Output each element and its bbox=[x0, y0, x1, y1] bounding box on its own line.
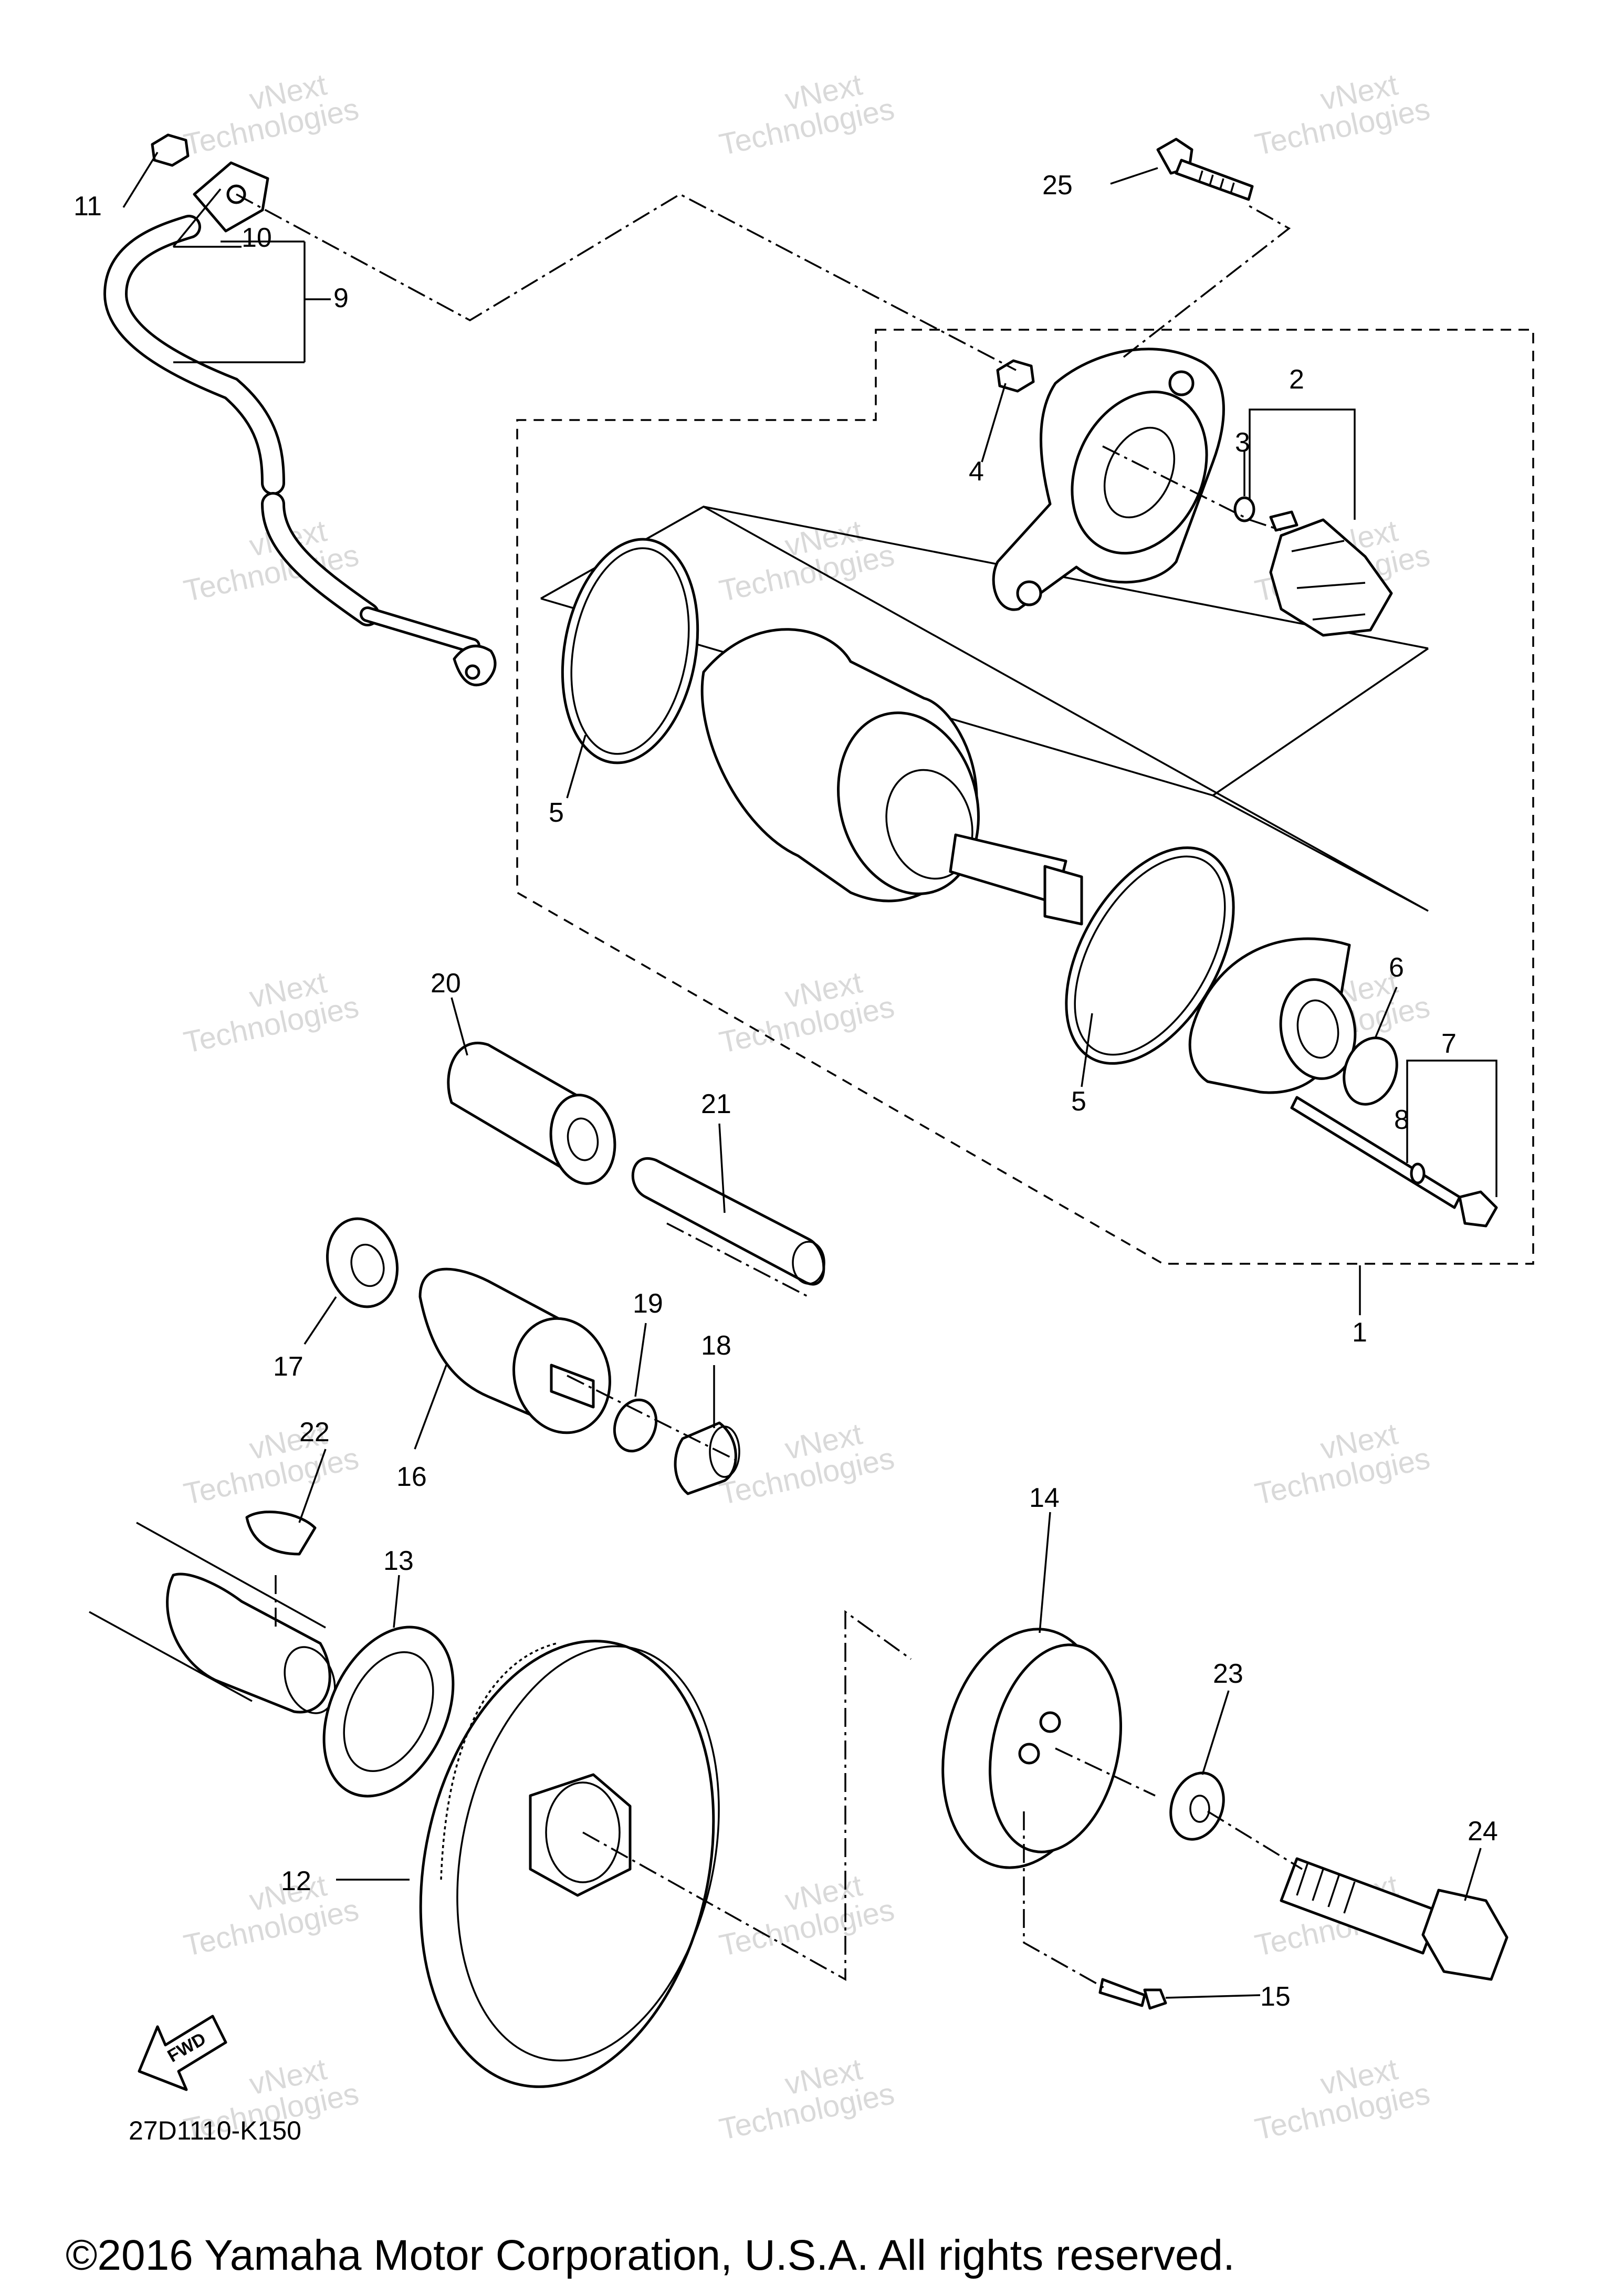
o-ring-3 bbox=[1233, 496, 1255, 522]
terminal-hole bbox=[465, 664, 480, 680]
leader-lines bbox=[122, 152, 1497, 1999]
callout-24: 24 bbox=[1468, 1816, 1498, 1847]
starter-clutch-14 bbox=[941, 1628, 1123, 1869]
bolt-24 bbox=[1280, 1857, 1509, 1981]
bolt-25 bbox=[1156, 138, 1254, 201]
callout-10: 10 bbox=[242, 223, 272, 253]
callout-9: 9 bbox=[333, 283, 349, 313]
brush-holder-2 bbox=[1269, 510, 1393, 637]
starter-motor-assembly-boundary bbox=[516, 329, 1534, 1265]
through-bolt-7 bbox=[1290, 1096, 1498, 1228]
callout-3: 3 bbox=[1235, 427, 1250, 458]
crankshaft-end bbox=[89, 1522, 336, 1714]
callout-18: 18 bbox=[701, 1330, 731, 1361]
callout-11: 11 bbox=[74, 191, 102, 222]
callout-numbers: 1 2 3 4 5 5 6 7 8 9 10 11 12 13 14 15 16… bbox=[74, 170, 1498, 2012]
washer-13 bbox=[322, 1626, 455, 1798]
yoke-armature bbox=[700, 628, 1083, 926]
bearing-17 bbox=[326, 1217, 399, 1308]
alignment-lines bbox=[236, 193, 1303, 1991]
front-cover bbox=[1188, 937, 1357, 1094]
o-ring-6 bbox=[1343, 1036, 1398, 1106]
nut-4 bbox=[996, 359, 1035, 393]
callout-6: 6 bbox=[1389, 952, 1404, 983]
forward-arrow-icon: FWD bbox=[138, 2015, 227, 2091]
bolt-15 bbox=[1098, 1978, 1167, 2010]
starter-cable bbox=[103, 133, 497, 687]
callout-14: 14 bbox=[1029, 1483, 1060, 1513]
washer-8 bbox=[1410, 1162, 1426, 1184]
copyright-caption: ©2016 Yamaha Motor Corporation, U.S.A. A… bbox=[66, 2231, 1235, 2279]
washer-23 bbox=[1169, 1771, 1225, 1841]
callout-8: 8 bbox=[1394, 1105, 1409, 1135]
callout-20: 20 bbox=[431, 968, 461, 999]
callout-13: 13 bbox=[383, 1546, 414, 1576]
callout-19: 19 bbox=[633, 1288, 663, 1319]
callout-5b: 5 bbox=[1071, 1086, 1086, 1117]
callout-5a: 5 bbox=[549, 798, 564, 828]
callout-25: 25 bbox=[1042, 170, 1073, 201]
callout-23: 23 bbox=[1213, 1659, 1243, 1689]
o-ring-5-top bbox=[561, 538, 699, 764]
rear-cover bbox=[992, 348, 1225, 611]
idler-gear-20 bbox=[447, 1042, 616, 1185]
starter-wheel-gear-12 bbox=[419, 1640, 720, 2088]
callout-2: 2 bbox=[1289, 364, 1304, 395]
callout-17: 17 bbox=[273, 1351, 303, 1382]
callout-16: 16 bbox=[396, 1462, 427, 1492]
callout-1: 1 bbox=[1352, 1317, 1367, 1348]
shaft-21 bbox=[631, 1157, 825, 1286]
callout-22: 22 bbox=[299, 1417, 330, 1448]
callout-12: 12 bbox=[281, 1866, 311, 1896]
callout-7: 7 bbox=[1441, 1029, 1457, 1059]
nut-11 bbox=[151, 133, 190, 167]
callout-4: 4 bbox=[969, 456, 984, 487]
woodruff-key-22 bbox=[245, 1511, 317, 1556]
diagram-code: 27D1110-K150 bbox=[129, 2116, 301, 2145]
needle-bearing-18 bbox=[674, 1421, 740, 1495]
washer-19 bbox=[613, 1398, 658, 1453]
starter-clutch-gear-16 bbox=[418, 1267, 611, 1434]
callout-21: 21 bbox=[701, 1089, 731, 1119]
callout-15: 15 bbox=[1260, 1982, 1291, 2012]
